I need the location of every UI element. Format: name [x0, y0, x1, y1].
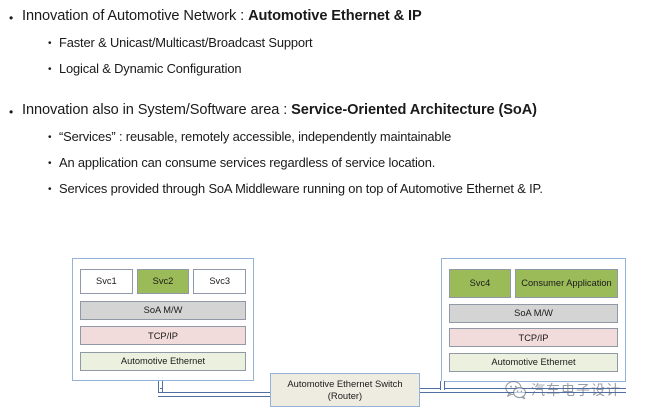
- bullet-text-bold: Service-Oriented Architecture (SoA): [291, 102, 537, 119]
- bullet-text: Innovation of Automotive Network : Autom…: [22, 8, 671, 25]
- bullet-level1-automotive-network: • Innovation of Automotive Network : Aut…: [9, 8, 671, 25]
- bullet-level2-services-middleware: • Services provided through SoA Middlewa…: [48, 180, 671, 197]
- wechat-icon: [505, 380, 526, 399]
- bullet-text: Innovation also in System/Software area …: [22, 102, 671, 119]
- bullet-marker-icon: •: [48, 37, 52, 49]
- service-box-svc1: Svc1: [80, 269, 133, 294]
- layer-automotive-ethernet-left: Automotive Ethernet: [80, 351, 246, 371]
- layer-soa-middleware-left: SoA M/W: [80, 300, 246, 320]
- bullet-marker-icon: •: [9, 105, 14, 120]
- bullet-text: Faster & Unicast/Multicast/Broadcast Sup…: [59, 34, 313, 50]
- connector-left-joint: [160, 388, 162, 393]
- switch-label-line2: (Router): [327, 390, 363, 401]
- bullet-text-bold: Automotive Ethernet & IP: [248, 8, 422, 24]
- slide-body: • Innovation of Automotive Network : Aut…: [0, 0, 671, 197]
- bullet-text: “Services” : reusable, remotely accessib…: [59, 129, 452, 145]
- service-box-svc4: Svc4: [449, 269, 511, 298]
- bullet-level1-soa: • Innovation also in System/Software are…: [9, 102, 671, 119]
- service-row-left: Svc1 Svc2 Svc3: [80, 269, 247, 294]
- watermark-text: 汽车电子设计: [531, 383, 621, 399]
- ecu-node-left: Svc1 Svc2 Svc3 SoA M/W TCP/IP Automotive…: [72, 258, 254, 381]
- bullet-text-normal: Innovation also in System/Software area …: [22, 102, 292, 119]
- layer-soa-middleware-right: SoA M/W: [449, 303, 618, 323]
- connector-right-vertical: [440, 381, 445, 390]
- bullet-text: Logical & Dynamic Configuration: [59, 60, 242, 76]
- layer-tcpip-left: TCP/IP: [80, 326, 246, 346]
- bullet-level2-services-definition: • “Services” : reusable, remotely access…: [48, 129, 671, 145]
- soa-architecture-diagram: Svc1 Svc2 Svc3 SoA M/W TCP/IP Automotive…: [0, 250, 671, 415]
- bullet-text: An application can consume services rega…: [59, 155, 436, 171]
- service-row-right: Svc4 Consumer Application: [449, 269, 618, 298]
- bullet-level2-faster-unicast: • Faster & Unicast/Multicast/Broadcast S…: [48, 34, 671, 51]
- bullet-marker-icon: •: [48, 158, 52, 170]
- layer-tcpip-right: TCP/IP: [449, 328, 618, 348]
- bullet-text: Services provided through SoA Middleware…: [59, 180, 543, 196]
- layer-automotive-ethernet-right: Automotive Ethernet: [449, 352, 618, 372]
- service-box-consumer-application: Consumer Application: [515, 269, 618, 298]
- bullet-text-normal: Innovation of Automotive Network :: [22, 8, 249, 24]
- switch-label-line1: Automotive Ethernet Switch: [287, 378, 403, 390]
- ecu-node-right: Svc4 Consumer Application SoA M/W TCP/IP…: [441, 258, 626, 382]
- bullet-marker-icon: •: [9, 11, 14, 25]
- bullet-level2-application-consume: • An application can consume services re…: [48, 155, 671, 171]
- bullet-marker-icon: •: [48, 132, 52, 144]
- service-box-svc3: Svc3: [193, 269, 247, 294]
- service-box-svc2: Svc2: [136, 269, 190, 294]
- bullet-marker-icon: •: [48, 183, 52, 195]
- automotive-ethernet-switch-box: Automotive Ethernet Switch (Router): [270, 373, 420, 407]
- bullet-level2-logical-dynamic: • Logical & Dynamic Configuration: [48, 60, 671, 77]
- bullet-marker-icon: •: [48, 63, 52, 75]
- watermark: 汽车电子设计: [505, 380, 621, 400]
- connector-left-horizontal: [158, 392, 272, 397]
